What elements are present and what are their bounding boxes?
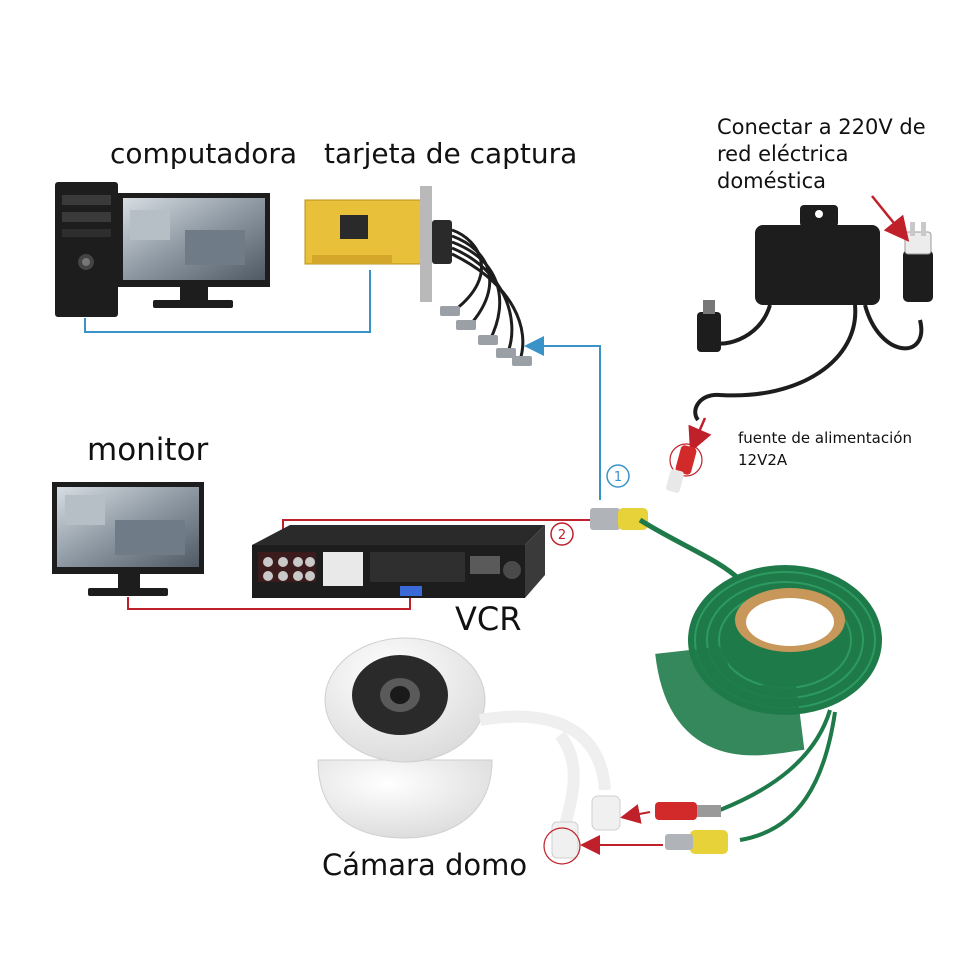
step-1-number: 1: [614, 470, 622, 485]
computer-label: computadora: [110, 137, 298, 170]
camera-end-connectors: [655, 802, 728, 854]
mains-instruction-line2: red eléctrica: [717, 142, 849, 166]
cable-coil-icon: [638, 517, 882, 842]
arrow-to-capture-card: [524, 336, 601, 500]
camera-bnc-highlight: [543, 827, 581, 865]
arrow-to-plug: [871, 195, 910, 242]
arrow-to-dc-plug: [688, 417, 712, 453]
plug-icon: [903, 222, 933, 302]
dc-plug-highlight: [669, 443, 703, 477]
capture-card-icon: [304, 186, 532, 366]
camera-label: Cámara domo: [322, 848, 528, 882]
arrow-dc-to-camera: [620, 804, 651, 824]
monitor-icon: [52, 482, 204, 596]
step-1-badge: [606, 464, 630, 488]
computer-monitor-icon: [118, 193, 270, 308]
step-2-badge: [550, 522, 574, 546]
step-2-number: 2: [558, 528, 566, 543]
vcr-label: VCR: [455, 600, 522, 638]
signal-line-monitor-vcr: [127, 595, 411, 610]
mains-instruction-line3: doméstica: [717, 169, 826, 193]
mains-instruction-line1: Conectar a 220V de: [717, 115, 926, 139]
power-supply-label-line1: fuente de alimentación: [738, 429, 912, 447]
computer-tower-icon: [55, 182, 118, 317]
dome-camera-icon: [317, 637, 621, 859]
dvr-icon: [252, 525, 545, 598]
bnc-dc-connector-pair: [590, 445, 697, 530]
power-adapter-icon: [693, 205, 924, 422]
capture-card-label: tarjeta de captura: [324, 137, 578, 170]
monitor-label: monitor: [87, 432, 209, 468]
signal-line-computer-card: [84, 270, 371, 333]
power-supply-label-line2: 12V2A: [738, 451, 788, 469]
